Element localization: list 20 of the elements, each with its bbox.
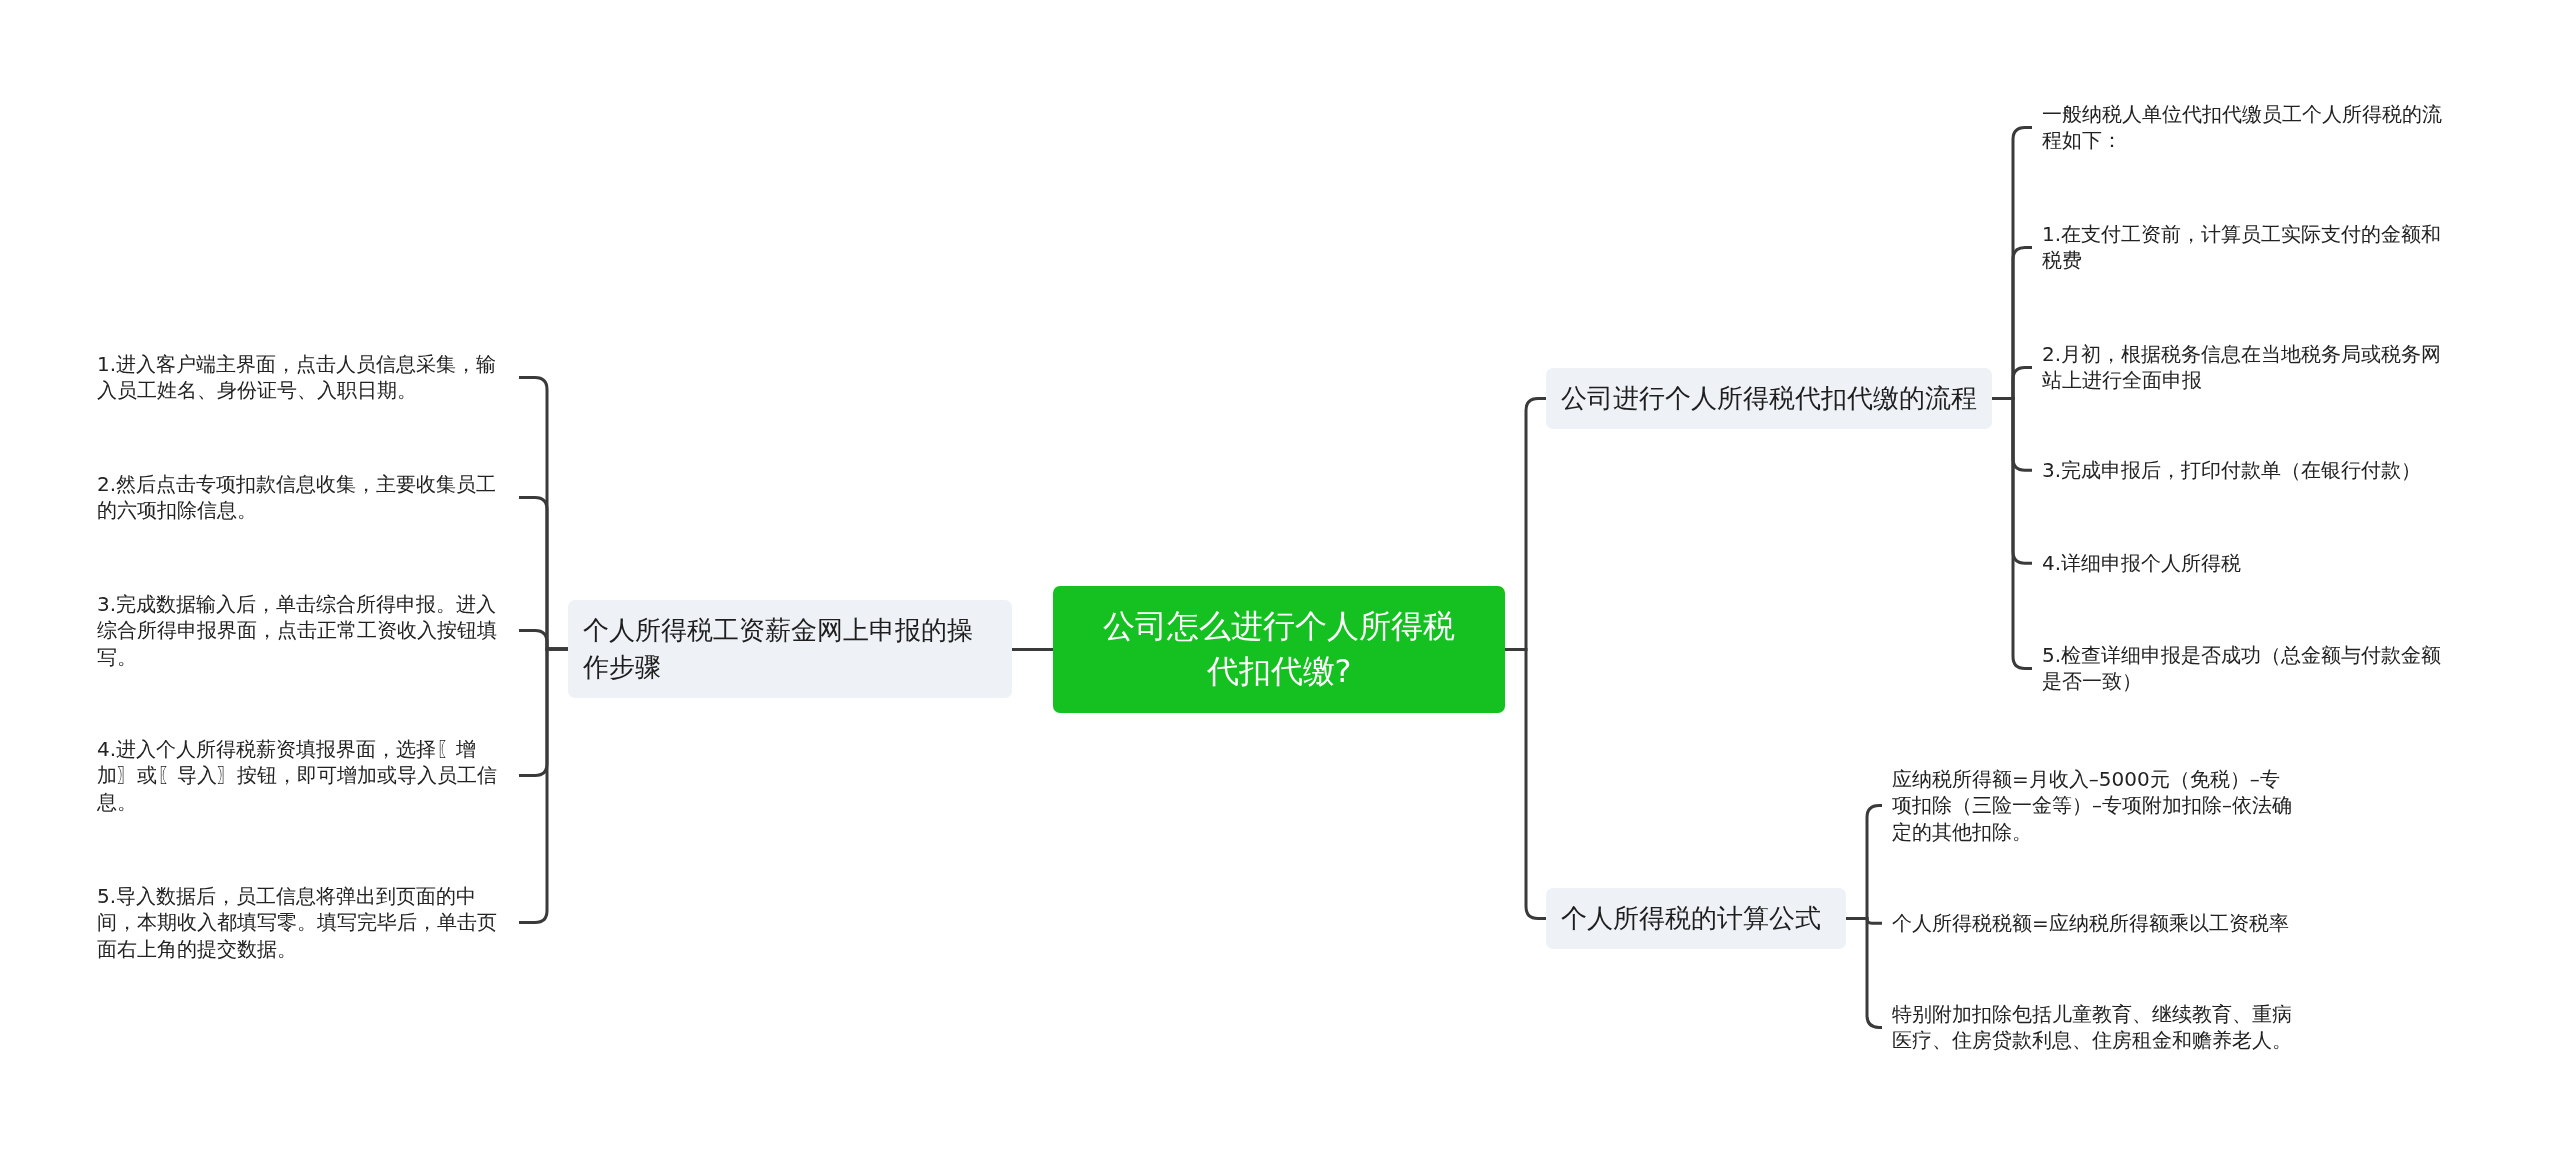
subtopic-text: 1.进入客户端主界面，点击人员信息采集，输入员工姓名、身份证号、入职日期。 bbox=[89, 351, 519, 404]
subtopic-text: 应纳税所得额=月收入–5000元（免税）–专项扣除（三险一金等）–专项附加扣除–依法确定的其他扣除。 bbox=[1882, 766, 2298, 846]
subtopic-text: 2.然后点击专项扣款信息收集，主要收集员工的六项扣除信息。 bbox=[89, 471, 519, 524]
topic-box: 公司进行个人所得税代扣代缴的流程 bbox=[1546, 368, 1992, 429]
topic-box: 个人所得税的计算公式 bbox=[1546, 888, 1846, 949]
subtopic-text: 5.检查详细申报是否成功（总金额与付款金额是否一致） bbox=[2032, 642, 2460, 695]
subtopic-text: 4.进入个人所得税薪资填报界面，选择〖增加〗或〖导入〗按钮，即可增加或导入员工信息。 bbox=[89, 736, 519, 816]
connector-line bbox=[1012, 647, 1053, 651]
topic-box: 个人所得税工资薪金网上申报的操作步骤 bbox=[568, 600, 1012, 698]
subtopic-text: 2.月初，根据税务信息在当地税务局或税务网站上进行全面申报 bbox=[2032, 341, 2460, 394]
subtopic-text: 5.导入数据后，员工信息将弹出到页面的中间，本期收入都填写零。填写完毕后，单击页面右上角的提交数据。 bbox=[89, 883, 519, 963]
subtopic-text: 一般纳税人单位代扣代缴员工个人所得税的流程如下： bbox=[2032, 101, 2460, 154]
central-topic: 公司怎么进行个人所得税代扣代缴? bbox=[1053, 586, 1505, 713]
subtopic-text: 3.完成数据输入后，单击综合所得申报。进入综合所得申报界面，点击正常工资收入按钮填写。 bbox=[89, 591, 519, 671]
connector-line bbox=[1505, 647, 1546, 920]
subtopic-text: 个人所得税税额=应纳税所得额乘以工资税率 bbox=[1882, 910, 2298, 937]
subtopic-text: 1.在支付工资前，计算员工实际支付的金额和税费 bbox=[2032, 221, 2460, 274]
subtopic-text: 4.详细申报个人所得税 bbox=[2032, 550, 2460, 577]
subtopic-text: 特别附加扣除包括儿童教育、继续教育、重病医疗、住房贷款利息、住房租金和赡养老人。 bbox=[1882, 1001, 2298, 1054]
subtopic-text: 3.完成申报后，打印付款单（在银行付款） bbox=[2032, 457, 2460, 484]
